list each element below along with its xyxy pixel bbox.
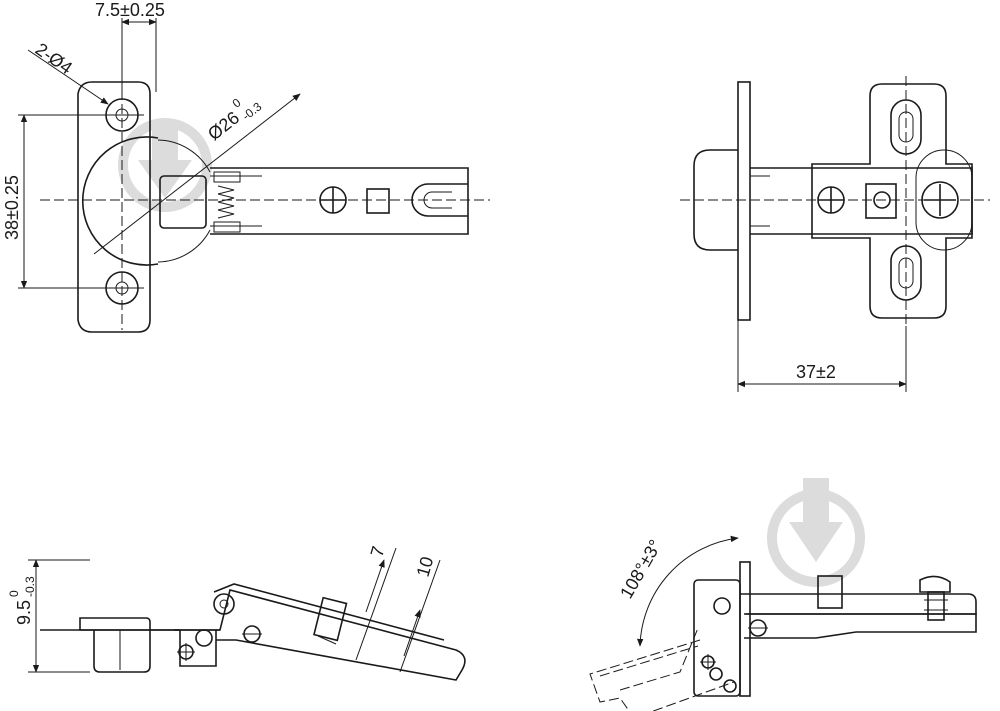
dim-cup-diameter-label: Ø26 xyxy=(204,108,243,145)
cup-side xyxy=(79,617,151,631)
mounting-plate xyxy=(811,83,973,319)
dim-cup-tol-lower: -0.3 xyxy=(239,99,264,123)
watermark-logo-bottom xyxy=(767,478,865,587)
screw-post xyxy=(313,596,348,642)
square-slot xyxy=(366,188,390,214)
hinge-arm xyxy=(210,167,469,235)
dim-angle-label: 108°±3° xyxy=(616,536,665,602)
arm-side xyxy=(150,589,466,681)
dim-height-tol-lower: -0.3 xyxy=(23,576,37,597)
dim-depth-label: 37±2 xyxy=(796,362,836,382)
watermark-logo-top xyxy=(118,118,212,212)
bottom-right-view xyxy=(589,535,977,711)
hinge-cup xyxy=(81,136,159,266)
arm-side-open xyxy=(740,593,977,615)
dim-10-label: 10 xyxy=(413,554,438,579)
dim-height-label: 9.5 xyxy=(14,600,34,625)
door-arm-open xyxy=(589,639,735,711)
dim-7-label: 7 xyxy=(367,544,389,559)
cup-block-open xyxy=(693,579,741,697)
dim-height-tol-upper: 0 xyxy=(7,590,21,597)
cam-screw xyxy=(865,183,897,219)
top-left-view xyxy=(18,18,490,333)
dim-cup-tol-upper: 0 xyxy=(230,95,244,110)
cup-plate-outline xyxy=(77,81,151,333)
spring xyxy=(213,171,241,233)
door-edge xyxy=(737,81,751,321)
dim-offset-label: 7.5±0.25 xyxy=(95,0,165,20)
bottom-left-view xyxy=(28,547,466,681)
dim-holes-label: 2-Ø4 xyxy=(32,39,76,78)
top-right-view xyxy=(680,76,990,392)
dim-hole-spacing-label: 38±0.25 xyxy=(2,175,22,240)
